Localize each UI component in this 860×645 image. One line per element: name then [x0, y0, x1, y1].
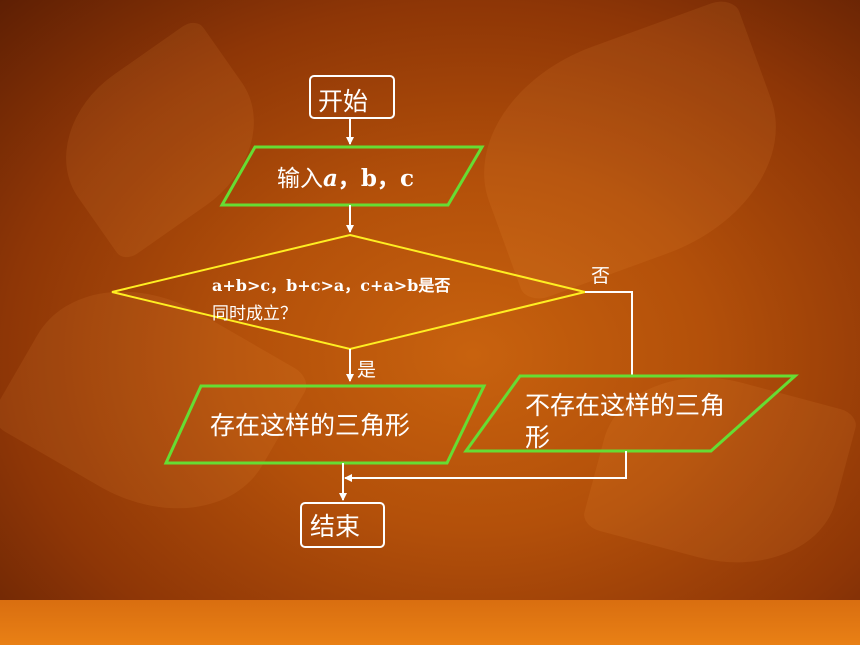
- input-rest: ，b，c: [337, 165, 414, 192]
- input-var-a: a: [323, 165, 338, 192]
- arrow-no: [585, 291, 633, 376]
- decision-text-line1: a+b>c，b+c>a，c+a>b是否: [212, 276, 451, 295]
- input-prefix: 输入: [277, 166, 323, 192]
- input-label: 输入a，b，c: [277, 159, 414, 193]
- decision-text-line2: 同时成立？: [212, 304, 297, 324]
- output-no-label-line1: 不存在这样的三角: [525, 391, 726, 420]
- end-terminal: [300, 502, 385, 548]
- input-parallelogram: [219, 145, 485, 207]
- output-yes-parallelogram: [163, 384, 487, 465]
- output-no-label-line2: 形: [525, 423, 551, 452]
- output-yes-label: 存在这样的三角形: [210, 411, 411, 440]
- output-no-parallelogram: [463, 374, 799, 453]
- end-label: 结束: [310, 512, 361, 541]
- yes-label: 是: [357, 359, 377, 381]
- arrow-no-merge: [344, 451, 627, 482]
- bottom-band: [0, 600, 860, 645]
- no-label: 否: [591, 265, 611, 287]
- start-terminal: [309, 75, 395, 119]
- start-label: 开始: [318, 87, 369, 116]
